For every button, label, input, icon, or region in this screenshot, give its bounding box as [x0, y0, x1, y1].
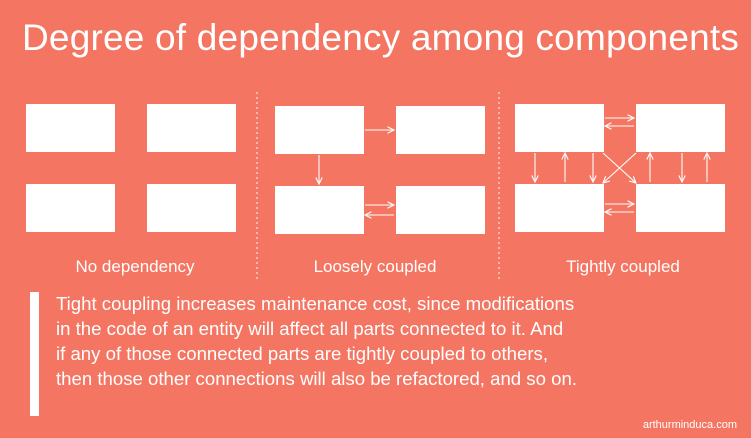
caption-no-dependency: No dependency — [75, 257, 195, 276]
component-box — [26, 104, 115, 152]
note-line: Tight coupling increases maintenance cos… — [56, 293, 575, 314]
no-dependency-group — [26, 104, 236, 232]
loosely-coupled-group — [275, 106, 485, 234]
component-box — [147, 104, 236, 152]
component-box — [275, 186, 364, 234]
note-line: then those other connections will also b… — [56, 368, 577, 389]
component-box — [515, 104, 604, 152]
component-box — [515, 184, 604, 232]
component-box — [636, 184, 725, 232]
note-line: in the code of an entity will affect all… — [56, 318, 564, 339]
component-box — [636, 104, 725, 152]
component-box — [396, 106, 485, 154]
note-line: if any of those connected parts are tigh… — [56, 343, 548, 364]
tightly-coupled-group — [515, 104, 725, 232]
dependency-arrow — [603, 152, 637, 183]
explanation-note: Tight coupling increases maintenance cos… — [56, 291, 736, 391]
component-box — [147, 184, 236, 232]
site-credit: arthurminduca.com — [642, 419, 737, 431]
caption-tightly-coupled: Tightly coupled — [566, 257, 680, 276]
caption-loosely-coupled: Loosely coupled — [313, 257, 437, 276]
component-box — [26, 184, 115, 232]
component-box — [275, 106, 364, 154]
page-title: Degree of dependency among components — [22, 17, 740, 58]
quote-bar — [30, 292, 39, 416]
component-box — [396, 186, 485, 234]
